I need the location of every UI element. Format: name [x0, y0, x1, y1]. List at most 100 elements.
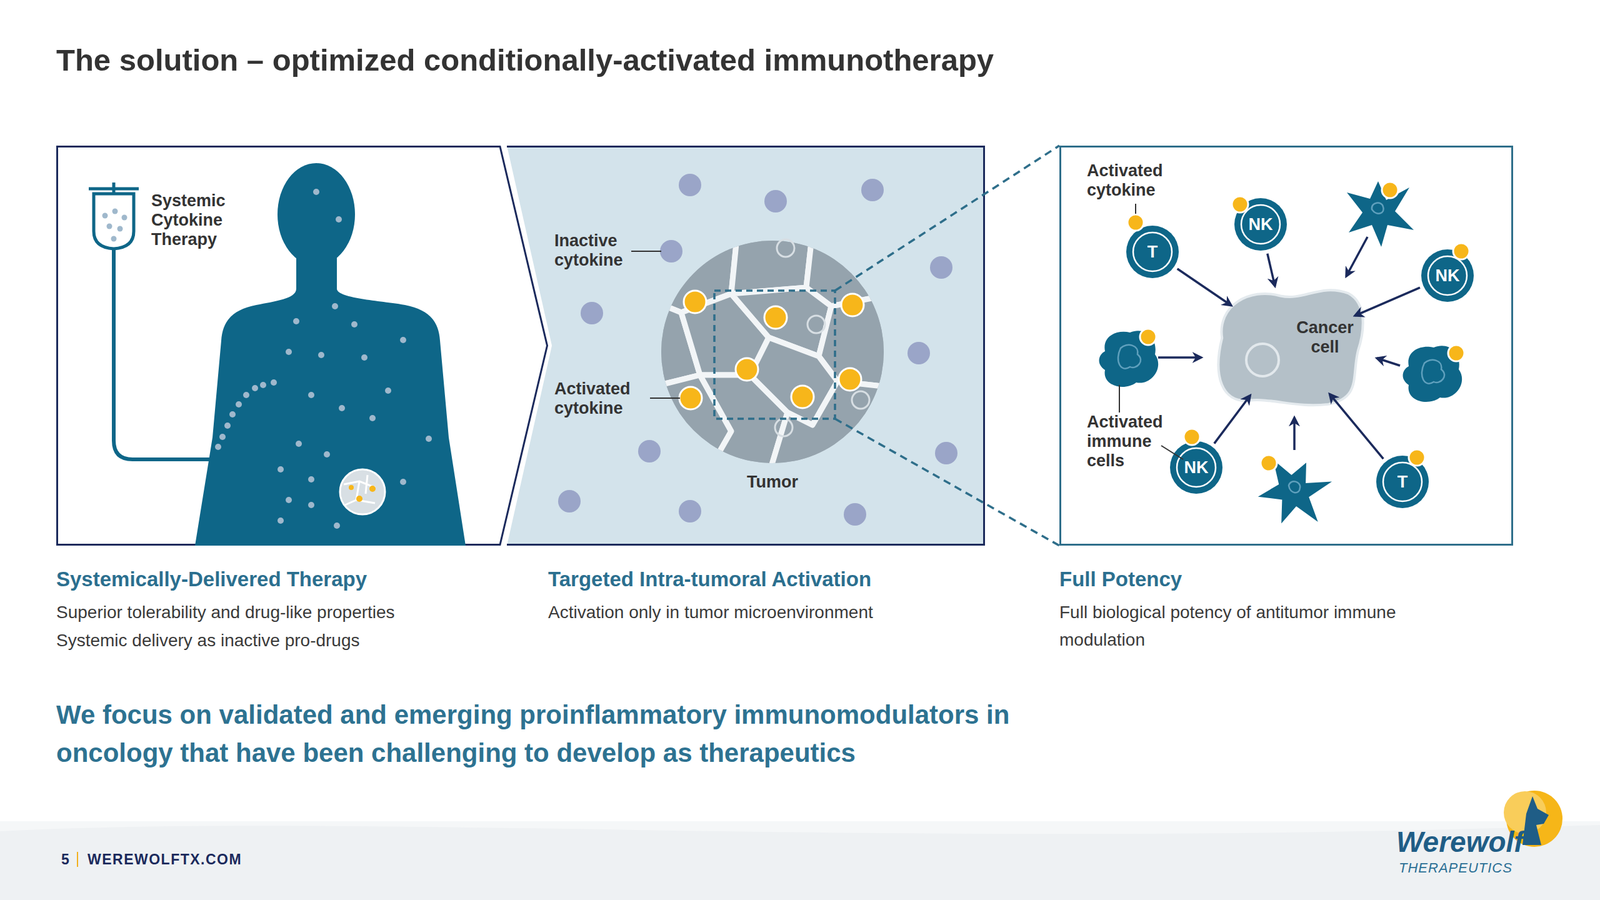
panel-fill [506, 145, 985, 546]
activated-cytokine [683, 290, 707, 314]
faded-cytokine [776, 239, 795, 257]
drug-dot [313, 188, 320, 195]
inactive-cytokine [907, 341, 930, 365]
leader-line [631, 250, 662, 252]
tumor-cell [681, 293, 769, 375]
faded-cytokine [807, 315, 825, 334]
logo-subtitle: THERAPEUTICS [1398, 860, 1562, 877]
activated-cytokine [1140, 328, 1157, 345]
tumor-cell [818, 293, 894, 388]
tumor-cell [650, 375, 732, 475]
faded-cytokine [775, 418, 793, 437]
tumor-cell [768, 381, 894, 475]
inactive-cytokine [843, 503, 867, 526]
panel: Full PotencyFull biological potency of a… [1059, 145, 1514, 546]
immune-cell: T [1126, 225, 1179, 279]
footer-wave [0, 821, 1600, 834]
logo-wolf [1522, 796, 1549, 845]
immune-cell: T [1376, 455, 1429, 509]
leader-line [650, 397, 680, 399]
panel-body: Superior tolerability and drug-like prop… [56, 598, 619, 627]
website: WEREWOLFTX.COM [87, 851, 338, 868]
node-label: Cancer cell [1284, 318, 1366, 357]
drug-dot [112, 208, 119, 215]
callout-label: Activated cytokine [554, 379, 649, 419]
activated-cytokines [679, 290, 864, 410]
node-label: NK [1170, 441, 1223, 494]
attack-arrow [1346, 236, 1368, 277]
panel-body: Full biological potency of antitumor imm… [1059, 598, 1435, 654]
leader-line [1161, 445, 1184, 460]
drug-dot [333, 522, 340, 529]
panel-body: Activation only in tumor microenvironmen… [548, 598, 1049, 627]
cell-body [1376, 455, 1429, 509]
tumor-outline [661, 240, 884, 464]
macrophage-body [1099, 330, 1159, 387]
drug-dot [361, 354, 368, 361]
attack-arrow [1355, 287, 1420, 316]
drug-dot [331, 303, 339, 310]
activated-cytokine [1231, 196, 1249, 213]
inset-network [343, 475, 375, 505]
inactive-cytokine [935, 441, 958, 465]
drug-dot [111, 236, 117, 242]
head [277, 163, 355, 266]
drug-dot [385, 387, 392, 394]
circulating-drug [215, 188, 432, 529]
zoom-line [835, 145, 1060, 291]
activated-cytokine [1408, 449, 1425, 466]
dendritic-cell [1250, 449, 1339, 537]
drug-dot [251, 385, 259, 392]
activated-cytokine [1448, 345, 1465, 362]
patient-silhouette [195, 163, 466, 546]
drug-dot [215, 443, 222, 450]
macrophage-body [1403, 345, 1463, 402]
leader-line [1118, 385, 1120, 413]
inset-cytokine [348, 485, 354, 490]
panel: Targeted Intra-tumoral ActivationActivat… [506, 145, 985, 546]
drug-dot [102, 213, 109, 219]
activated-cytokine [1183, 428, 1200, 445]
tumor-inactive-traces [775, 239, 870, 437]
drug-dot [351, 321, 358, 328]
inset-circle [340, 469, 385, 515]
activated-cytokine [838, 368, 862, 391]
node-label: T [1376, 455, 1429, 509]
activated-cytokine [791, 385, 814, 409]
logo-moon [1506, 790, 1563, 847]
dendritic-nucleus [1371, 203, 1384, 214]
dendritic-nucleus [1286, 479, 1302, 494]
callout-label: Inactive cytokine [554, 231, 642, 270]
iv-bag [88, 182, 216, 460]
drug-dot [277, 517, 284, 524]
attack-arrow [1376, 358, 1400, 366]
cancer-cell: Cancer cell [1209, 280, 1368, 409]
drug-dot [285, 348, 292, 355]
cell-body [1170, 441, 1223, 494]
callout-label: Activated cytokine [1086, 161, 1181, 200]
panel-heading: Systemically-Delivered Therapy [56, 567, 619, 592]
callout-label: Activated immune cells [1086, 412, 1181, 471]
slide-title: The solution – optimized conditionally-a… [56, 42, 994, 78]
macrophage-nucleus [1118, 345, 1141, 369]
drug-dot [400, 336, 407, 344]
cell-body [1234, 198, 1287, 251]
panel: Systemically-Delivered TherapySuperior t… [56, 145, 549, 546]
drug-dot [277, 466, 284, 473]
drug-dot [425, 435, 432, 442]
panel-outline [57, 146, 548, 545]
footer-separator [76, 851, 79, 867]
node-label: T [1126, 225, 1179, 279]
activated-cytokine [1127, 214, 1144, 231]
body [195, 253, 466, 546]
node-label: NK [1234, 198, 1287, 251]
drug-dot [308, 476, 315, 483]
attack-arrow [1267, 253, 1275, 287]
zoom-box [714, 290, 835, 419]
activated-cytokine [1453, 243, 1470, 260]
inactive-cytokine [580, 301, 604, 325]
footer-band [0, 821, 1600, 900]
inset-cytokine [369, 485, 376, 492]
